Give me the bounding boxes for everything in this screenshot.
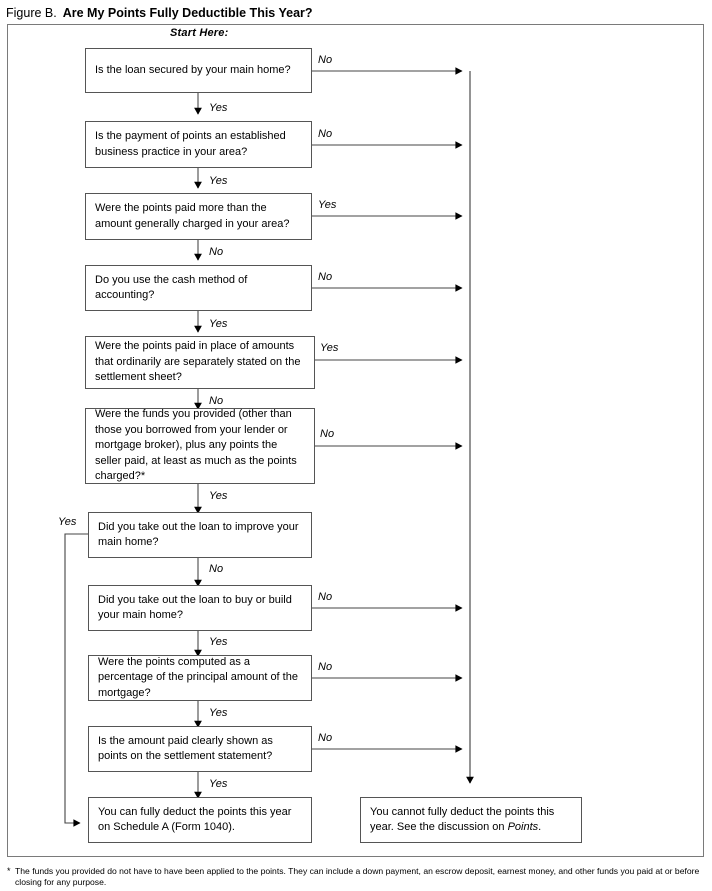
branch-label-q9-right: No <box>318 661 333 673</box>
node-q9[interactable]: Were the points computed as a percentage… <box>88 655 312 701</box>
node-q10-text: Is the amount paid clearly shown as poin… <box>98 734 273 763</box>
not-deductible-text-italic: Points <box>507 821 539 833</box>
node-q4[interactable]: Do you use the cash method of accounting… <box>85 265 312 311</box>
node-q3[interactable]: Were the points paid more than the amoun… <box>85 193 312 240</box>
branch-label-q3-right: Yes <box>318 199 337 211</box>
branch-label-q10-right: No <box>318 732 333 744</box>
branch-label-q1-right: No <box>318 54 333 66</box>
node-q2[interactable]: Is the payment of points an established … <box>85 121 312 168</box>
branch-label-q5-down: No <box>209 395 224 407</box>
figure-label: Figure B. <box>6 6 57 20</box>
node-q7[interactable]: Did you take out the loan to improve you… <box>88 512 312 558</box>
node-deductible-text: You can fully deduct the points this yea… <box>98 805 292 834</box>
branch-label-q10-down: Yes <box>209 778 228 790</box>
branch-label-q2-right: No <box>318 128 333 140</box>
branch-label-q4-down: Yes <box>209 318 228 330</box>
not-deductible-text-before: You cannot fully deduct the points this … <box>370 805 555 834</box>
footnote-marker: * <box>7 866 11 876</box>
branch-label-q2-down: Yes <box>209 175 228 187</box>
node-q5[interactable]: Were the points paid in place of amounts… <box>85 336 315 389</box>
node-q10[interactable]: Is the amount paid clearly shown as poin… <box>88 726 312 772</box>
not-deductible-text-after: . <box>538 821 542 833</box>
node-q6-text: Were the funds you provided (other than … <box>95 408 297 483</box>
node-q2-text: Is the payment of points an established … <box>95 130 286 158</box>
branch-label-q8-down: Yes <box>209 636 228 648</box>
node-q3-text: Were the points paid more than the amoun… <box>95 202 290 230</box>
branch-label-q4-right: No <box>318 271 333 283</box>
branch-label-q9-down: Yes <box>209 707 228 719</box>
branch-label-q7-left: Yes <box>58 516 77 528</box>
branch-label-q3-down: No <box>209 246 224 258</box>
branch-label-q6-down: Yes <box>209 490 228 502</box>
node-q8-text: Did you take out the loan to buy or buil… <box>98 593 292 622</box>
node-q4-text: Do you use the cash method of accounting… <box>95 273 248 302</box>
node-q9-text: Were the points computed as a percentage… <box>98 655 298 699</box>
start-here-label: Start Here: <box>170 27 229 39</box>
branch-label-q8-right: No <box>318 591 333 603</box>
node-q1-text: Is the loan secured by your main home? <box>95 63 291 76</box>
footnote: * The funds you provided do not have to … <box>7 866 707 888</box>
node-not-deductible-text: You cannot fully deduct the points this … <box>370 805 572 836</box>
figure-title: Figure B. Are My Points Fully Deductible … <box>6 5 313 21</box>
footnote-text: The funds you provided do not have to ha… <box>15 866 700 888</box>
node-q6[interactable]: Were the funds you provided (other than … <box>85 408 315 484</box>
branch-label-q6-right: No <box>320 428 335 440</box>
node-q1[interactable]: Is the loan secured by your main home? <box>85 48 312 93</box>
branch-label-q1-down: Yes <box>209 102 228 114</box>
branch-label-q5-right: Yes <box>320 342 339 354</box>
node-deductible[interactable]: You can fully deduct the points this yea… <box>88 797 312 843</box>
node-q8[interactable]: Did you take out the loan to buy or buil… <box>88 585 312 631</box>
node-q5-text: Were the points paid in place of amounts… <box>95 340 301 384</box>
node-q7-text: Did you take out the loan to improve you… <box>98 520 299 549</box>
figure-heading: Are My Points Fully Deductible This Year… <box>62 6 313 20</box>
node-not-deductible[interactable]: You cannot fully deduct the points this … <box>360 797 582 843</box>
branch-label-q7-down: No <box>209 563 224 575</box>
